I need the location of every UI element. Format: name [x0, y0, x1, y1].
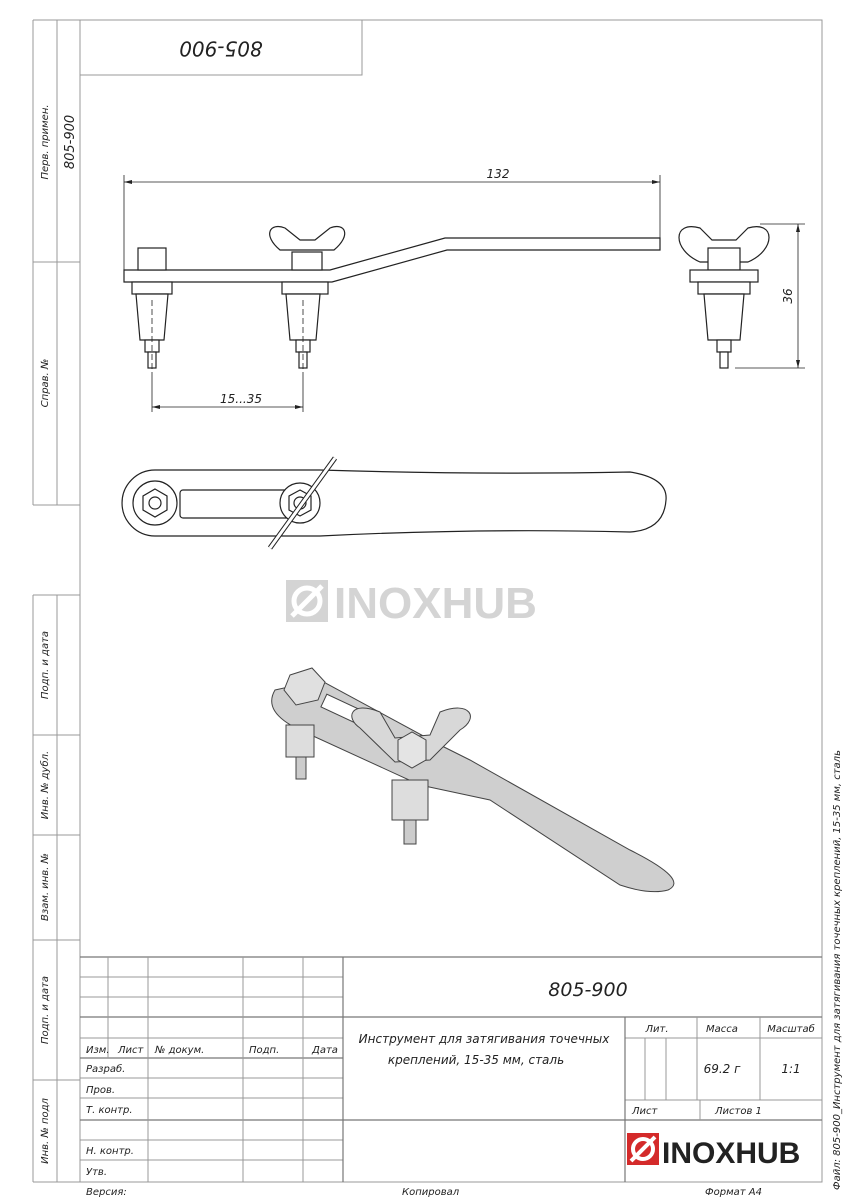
lit-label: Лит.	[644, 1024, 668, 1035]
header-change: Изм.	[86, 1045, 110, 1056]
label-sign-date-2: Подп. и дата	[40, 976, 51, 1044]
header-sheet: Лист	[117, 1045, 145, 1056]
footer-format: Формат А4	[705, 1187, 762, 1198]
mass-value: 69.2 г	[704, 1062, 742, 1076]
title-line-2: креплений, 15-35 мм, сталь	[388, 1053, 564, 1067]
isometric-view	[271, 667, 675, 893]
role-approved: Утв.	[86, 1167, 107, 1178]
left-margin-strip: Перв. примен. 805-900 Справ. № Подп. и д…	[32, 19, 80, 1183]
role-checked: Пров.	[86, 1085, 115, 1096]
sheet-label: Лист	[631, 1106, 659, 1117]
dimension-range: 15...35	[220, 392, 262, 406]
header-sign: Подп.	[249, 1045, 279, 1056]
label-first-use: Перв. примен.	[40, 104, 51, 179]
label-replace-inv: Взам. инв. №	[40, 853, 51, 921]
label-orig-inv: Инв. № подл	[40, 1097, 51, 1163]
scale-label: Масштаб	[767, 1023, 815, 1035]
label-reference: Справ. №	[40, 359, 51, 408]
top-view	[121, 456, 667, 550]
first-use-value: 805-900	[63, 115, 78, 169]
watermark: INOXHUB	[286, 579, 537, 628]
logo-text: INOXHUB	[662, 1137, 800, 1170]
side-view: 132 15...35	[123, 167, 661, 412]
scale-value: 1:1	[781, 1062, 800, 1076]
label-sign-date-1: Подп. и дата	[40, 631, 51, 699]
role-developed: Разраб.	[86, 1063, 125, 1075]
mass-label: Масса	[706, 1024, 738, 1035]
label-dup-inv: Инв. № дубл.	[39, 751, 51, 819]
watermark-text: INOXHUB	[334, 579, 537, 628]
title-line-1: Инструмент для затягивания точечных	[359, 1032, 611, 1046]
footer-copied: Копировал	[402, 1187, 460, 1198]
inoxhub-logo: INOXHUB	[627, 1133, 800, 1170]
footer-version: Версия:	[86, 1187, 127, 1198]
title-block: 805-900 Изм. Лист № докум. Подп. Дата Ра…	[80, 956, 822, 1182]
sheets-label: Листов 1	[714, 1106, 762, 1117]
header-doc-no: № докум.	[154, 1045, 204, 1056]
file-note: Файл: 805-900_Инструмент для затягивания…	[832, 750, 843, 1190]
dimension-length: 132	[487, 167, 510, 181]
dimension-height: 36	[781, 288, 795, 304]
role-norm-control: Н. контр.	[86, 1146, 134, 1157]
top-drawing-number: 805-900	[179, 37, 263, 61]
role-tech-control: Т. контр.	[86, 1105, 133, 1116]
end-view: 36	[678, 223, 805, 369]
title-drawing-number: 805-900	[548, 979, 627, 1001]
header-date: Дата	[311, 1045, 338, 1056]
top-number-box	[79, 19, 363, 76]
frame	[79, 19, 823, 1183]
